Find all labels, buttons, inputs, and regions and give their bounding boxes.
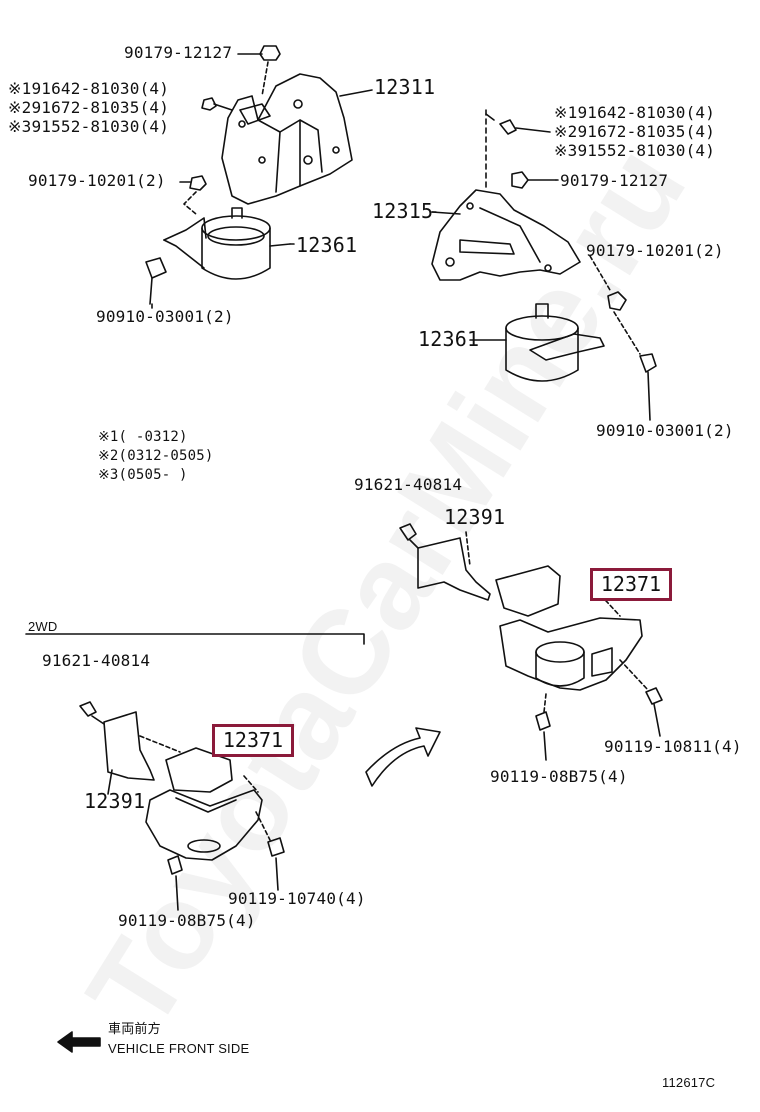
label-note-a1: ※191642-81030(4) bbox=[8, 79, 170, 98]
bolt-top-left bbox=[201, 97, 233, 111]
legend-item-3: ※3(0505- ) bbox=[98, 467, 188, 483]
label-part-12391-right: 12391 bbox=[444, 505, 506, 529]
bolt-03001-right bbox=[613, 311, 657, 421]
label-section-2wd: 2WD bbox=[28, 619, 58, 634]
label-bolt-10740: 90119-10740(4) bbox=[228, 889, 366, 908]
label-nut-12127-top: 90179-12127 bbox=[124, 43, 233, 62]
bolt-10740 bbox=[255, 811, 285, 891]
label-nut-10201-right: 90179-10201(2) bbox=[586, 241, 724, 260]
label-bolt-40814-left: 91621-40814 bbox=[42, 651, 151, 670]
mount-12371-right bbox=[495, 565, 643, 691]
bracket-12311 bbox=[221, 73, 373, 205]
label-front-japanese: 車両前方 bbox=[108, 1021, 161, 1036]
label-bolt-08b75-right: 90119-08B75(4) bbox=[490, 767, 628, 786]
legend-item-2: ※2(0312-0505) bbox=[98, 448, 214, 464]
bracket-12315 bbox=[431, 189, 581, 281]
label-note-a2: ※291672-81035(4) bbox=[8, 98, 170, 117]
legend-item-1: ※1( -0312) bbox=[98, 429, 188, 445]
label-bolt-03001-left: 90910-03001(2) bbox=[96, 307, 234, 326]
highlight-part-12371-left: 12371 bbox=[212, 724, 294, 757]
label-note-b2: ※291672-81035(4) bbox=[554, 122, 716, 141]
label-part-12361-right: 12361 bbox=[418, 327, 480, 351]
nut-10201-right bbox=[589, 255, 627, 311]
mount-12371-left bbox=[145, 747, 263, 861]
bolt-03001-left bbox=[145, 257, 167, 305]
label-part-12315: 12315 bbox=[372, 199, 434, 223]
transition-arrow bbox=[365, 727, 441, 787]
label-bolt-03001-right: 90910-03001(2) bbox=[596, 421, 734, 440]
bolt-top-right bbox=[485, 113, 551, 135]
nut-12127-right bbox=[511, 171, 557, 189]
label-part-12391-left: 12391 bbox=[84, 789, 146, 813]
nut-10201-left bbox=[183, 175, 207, 215]
label-bolt-40814-right: 91621-40814 bbox=[354, 475, 463, 494]
section-divider bbox=[25, 633, 365, 645]
bolt-08b75-right bbox=[535, 693, 551, 761]
bolt-40814-right bbox=[399, 523, 419, 549]
mount-12361-right bbox=[469, 303, 605, 382]
mount-12361-left bbox=[163, 207, 291, 280]
label-nut-12127-right: 90179-12127 bbox=[560, 171, 669, 190]
bolt-40814-left bbox=[79, 701, 105, 725]
label-front-english: VEHICLE FRONT SIDE bbox=[108, 1041, 250, 1056]
label-note-b3: ※391552-81030(4) bbox=[554, 141, 716, 160]
label-nut-10201-left: 90179-10201(2) bbox=[28, 171, 166, 190]
label-bolt-10811: 90119-10811(4) bbox=[604, 737, 742, 756]
bracket-12391-right bbox=[417, 531, 491, 601]
label-bolt-08b75-left: 90119-08B75(4) bbox=[118, 911, 256, 930]
bolt-08b75-left bbox=[167, 855, 183, 911]
nut-top-left bbox=[259, 45, 281, 97]
bolt-10811 bbox=[619, 659, 663, 737]
diagram-id: 112617C bbox=[662, 1075, 716, 1090]
label-note-a3: ※391552-81030(4) bbox=[8, 117, 170, 136]
label-part-12361-left: 12361 bbox=[296, 233, 358, 257]
bracket-12391-left bbox=[103, 711, 181, 795]
label-part-12311: 12311 bbox=[374, 75, 436, 99]
label-note-b1: ※191642-81030(4) bbox=[554, 103, 716, 122]
highlight-part-12371-right: 12371 bbox=[590, 568, 672, 601]
front-arrow-icon bbox=[57, 1031, 101, 1053]
